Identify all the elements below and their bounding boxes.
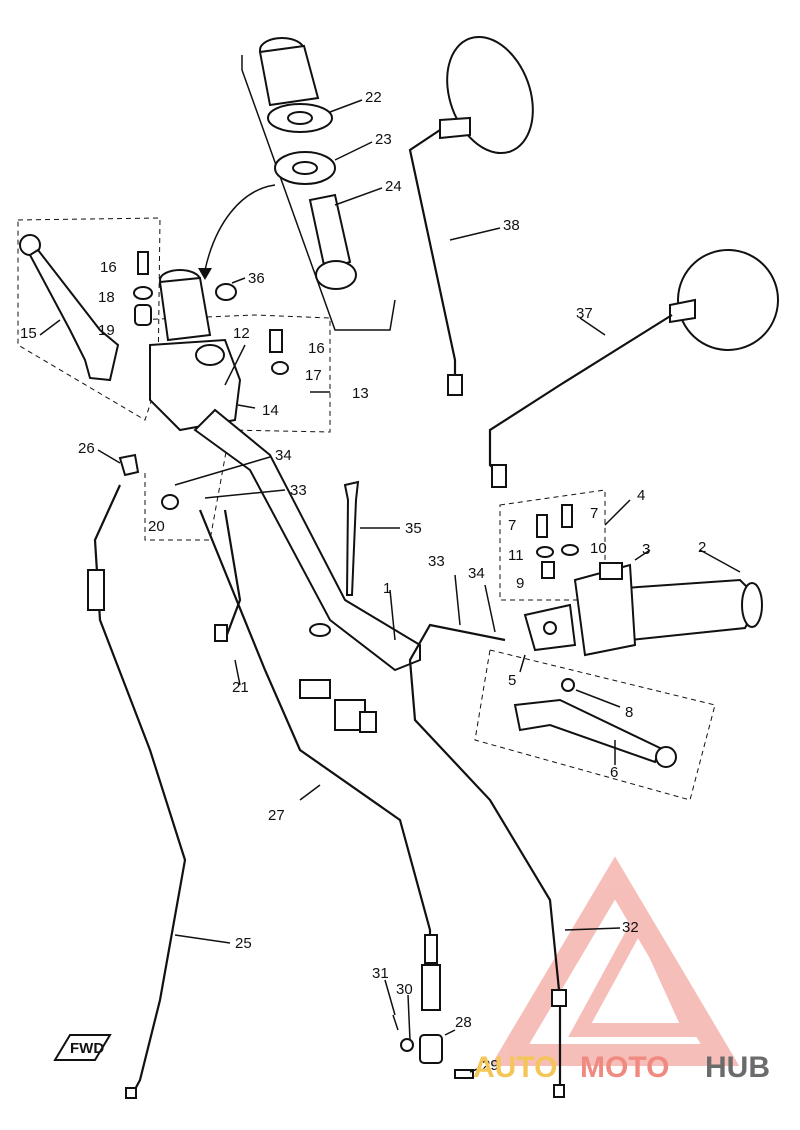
callout-33b: 33 <box>428 553 445 570</box>
callout-27: 27 <box>268 807 285 824</box>
callout-35: 35 <box>405 520 422 537</box>
mirror-left-38 <box>408 35 534 396</box>
callout-31: 31 <box>372 965 389 982</box>
callout-20: 20 <box>148 518 165 535</box>
washer-17 <box>271 361 289 375</box>
throttle-grip <box>258 37 357 290</box>
callout-33a: 33 <box>290 482 307 499</box>
cable-holder-28 <box>419 1034 443 1064</box>
right-lever-box <box>474 649 716 801</box>
washer-11 <box>536 546 554 558</box>
right-switch-housing <box>523 562 637 657</box>
switch-wire <box>223 509 242 641</box>
callout-32: 32 <box>622 919 639 936</box>
bolt-7a <box>536 514 548 538</box>
callout-16b: 16 <box>308 340 325 357</box>
callout-28: 28 <box>455 1014 472 1031</box>
callout-25: 25 <box>235 935 252 952</box>
watermark-text: AUTO MOTO HUB <box>473 1051 770 1084</box>
mirror-right-37 <box>488 249 779 488</box>
callout-11: 11 <box>508 547 524 564</box>
bolt-7b <box>561 504 573 528</box>
callout-15: 15 <box>20 325 37 342</box>
collar-19 <box>134 304 152 326</box>
brake-cable-32 <box>408 623 562 1090</box>
callout-2: 2 <box>698 539 706 556</box>
callout-24: 24 <box>385 178 402 195</box>
callout-34a: 34 <box>275 447 292 464</box>
left-grip <box>158 269 212 342</box>
callout-37: 37 <box>576 305 593 322</box>
fwd-indicator: FWD <box>53 1034 112 1061</box>
leader-lines <box>39 99 741 1073</box>
callout-3: 3 <box>642 541 650 558</box>
clutch-lever <box>19 234 120 382</box>
clutch-cable-25 <box>93 484 187 1096</box>
callout-23: 23 <box>375 131 392 148</box>
washer-30 <box>400 1038 414 1052</box>
bolt-16b <box>269 329 283 353</box>
callout-29: 29 <box>482 1057 499 1074</box>
fwd-label: FWD <box>70 1040 104 1057</box>
cable-tie <box>343 480 360 596</box>
collar-9 <box>541 561 555 579</box>
brake-lever <box>513 698 677 768</box>
nut-8 <box>561 678 575 692</box>
bolt-16a <box>137 251 149 275</box>
callout-16a: 16 <box>100 259 117 276</box>
grip-inset-outline <box>241 55 396 331</box>
right-grip <box>623 578 763 642</box>
washer-10 <box>561 544 579 556</box>
callout-7a: 7 <box>508 517 516 534</box>
cap-36 <box>215 283 237 301</box>
callout-18: 18 <box>98 289 115 306</box>
adjuster-26 <box>118 453 140 477</box>
washer-18 <box>133 286 153 300</box>
callout-9: 9 <box>516 575 524 592</box>
pin-31 <box>392 1014 399 1031</box>
connector-bundle <box>299 679 377 733</box>
callout-14: 14 <box>262 402 279 419</box>
callout-34b: 34 <box>468 565 485 582</box>
callout-26: 26 <box>78 440 95 457</box>
callout-21: 21 <box>232 679 249 696</box>
cable-adjuster <box>87 569 105 611</box>
handlebar <box>193 408 421 672</box>
callout-1: 1 <box>383 580 391 597</box>
nut-20 <box>161 494 179 510</box>
screw-29 <box>454 1069 474 1079</box>
throttle-spring <box>421 964 441 1011</box>
callout-12: 12 <box>233 325 250 342</box>
assembly-arrow <box>204 184 276 271</box>
callout-10: 10 <box>590 540 607 557</box>
watermark-hub: HUB <box>705 1051 770 1084</box>
watermark-moto: MOTO <box>580 1051 669 1084</box>
callout-22: 22 <box>365 89 382 106</box>
callout-5: 5 <box>508 672 516 689</box>
left-switch-housing <box>149 329 289 432</box>
callout-30: 30 <box>396 981 413 998</box>
watermark-auto: AUTO <box>473 1051 557 1084</box>
watermark-logo <box>490 856 740 1066</box>
callout-19: 19 <box>98 322 115 339</box>
callout-13: 13 <box>352 385 369 402</box>
callout-6: 6 <box>610 764 618 781</box>
callout-17: 17 <box>305 367 322 384</box>
callout-38: 38 <box>503 217 520 234</box>
callout-4: 4 <box>637 487 645 504</box>
callout-labels: 1 2 3 4 5 6 7 7 8 9 10 11 12 13 14 15 16… <box>20 89 706 1074</box>
callout-8: 8 <box>625 704 633 721</box>
callout-7b: 7 <box>590 505 598 522</box>
callout-36: 36 <box>248 270 265 287</box>
